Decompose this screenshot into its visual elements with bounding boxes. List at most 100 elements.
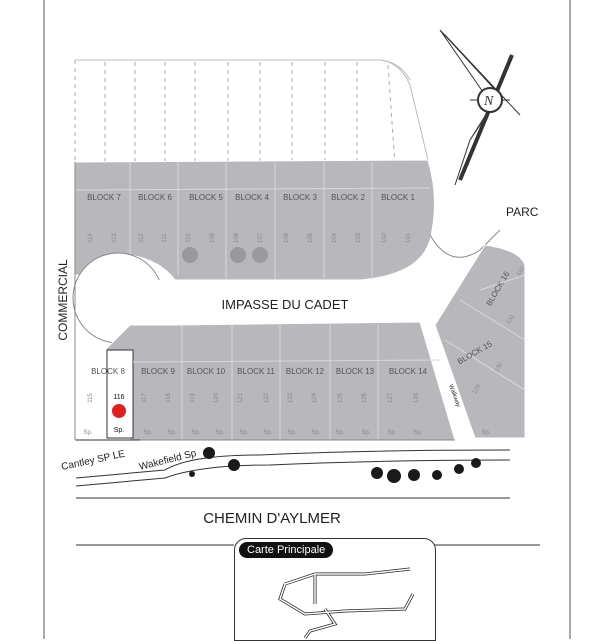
lot-116-number: 116	[113, 394, 124, 401]
blocks-south: BLOCK 8 BLOCK 9 BLOCK 10 BLOCK 11 BLOCK 12 BL…	[91, 367, 428, 376]
tree-icon	[228, 459, 240, 471]
tree-icon	[387, 469, 401, 483]
east-lot-lines	[444, 274, 526, 391]
tree-icon	[203, 447, 215, 459]
block-label: BLOCK 7	[87, 193, 121, 202]
tree-icon	[189, 471, 195, 477]
lot-number: 127	[388, 392, 394, 403]
inset-map	[278, 567, 415, 639]
block-label: BLOCK 6	[138, 193, 172, 202]
sp-label: Sp.	[413, 430, 422, 436]
sp-label: Sp.	[481, 430, 490, 436]
tree-icon	[471, 458, 481, 468]
lot-number: 106	[284, 232, 290, 243]
wakefield-north-edge	[75, 449, 511, 479]
lot-number: 109	[210, 232, 216, 243]
street-wakefield: Wakefield Sp	[138, 448, 198, 473]
lot-number: 115	[88, 393, 94, 403]
lot-number: 128	[414, 392, 420, 403]
lot-number: 120	[214, 392, 220, 403]
lot-number: 125	[338, 392, 344, 403]
main-map-inset[interactable]: Carte Principale	[234, 538, 436, 641]
lot-number: 108	[234, 232, 240, 243]
street-cantley: Cantley SP LE	[60, 449, 126, 473]
future-lots	[74, 59, 411, 166]
block-label: BLOCK 12	[286, 367, 325, 376]
tree-icon	[371, 467, 383, 479]
block-label: BLOCK 13	[336, 367, 375, 376]
sp-label: Sp.	[311, 430, 320, 436]
sp-label: Sp.	[263, 430, 272, 436]
street-chemin: CHEMIN D'AYLMER	[203, 510, 341, 527]
tree-icon	[432, 470, 442, 480]
lot-number: 121	[238, 392, 244, 403]
impasse-road	[118, 280, 438, 325]
lot-number: 117	[142, 393, 148, 403]
north-markers	[182, 247, 268, 263]
highlight-marker-icon[interactable]	[112, 404, 126, 418]
north-road-edge	[379, 59, 429, 161]
lot-number: 123	[288, 392, 294, 403]
lot-116-sp: Sp.	[114, 427, 125, 434]
sp-label: Sp.	[335, 430, 344, 436]
block-label: BLOCK 10	[187, 367, 226, 376]
street-commercial: COMMERCIAL	[56, 259, 70, 341]
block-label: BLOCK 14	[389, 367, 428, 376]
lot-number: 103	[356, 232, 362, 243]
block-label: BLOCK 2	[331, 193, 365, 202]
lot-number: 101	[406, 232, 412, 243]
sp-label: Sp.	[287, 430, 296, 436]
block-label: BLOCK 8	[91, 367, 125, 376]
lot-number: 107	[258, 232, 264, 243]
lot-number: 111	[162, 233, 168, 243]
lot-number: 130	[494, 361, 505, 373]
south-lot-lines	[132, 325, 441, 440]
lot-116-parcel[interactable]	[106, 349, 134, 439]
lot-number: 102	[382, 232, 388, 243]
sp-label: Sp.	[239, 430, 248, 436]
lot-number: 105	[308, 232, 314, 243]
north-arrow-icon: N	[439, 29, 521, 186]
street-impasse: IMPASSE DU CADET	[222, 297, 349, 312]
block-label: BLOCK 11	[237, 367, 275, 376]
blocks-north: BLOCK 7 BLOCK 6 BLOCK 5 BLOCK 4 BLOCK 3 BLOCK…	[87, 193, 415, 202]
sp-label: Sp.	[83, 430, 92, 436]
lot-number: 122	[264, 392, 270, 403]
block-label: BLOCK 1	[381, 193, 415, 202]
block-label: BLOCK 9	[141, 367, 175, 376]
svg-text:N: N	[483, 94, 494, 109]
lots-north: 114 113 112 111 110 109 108 107 106 105 104 103 102 1…	[88, 232, 412, 243]
lot-number: 124	[312, 392, 318, 403]
parc-road-edge	[429, 229, 501, 258]
east-lots	[434, 244, 526, 439]
block-label: BLOCK 5	[189, 193, 223, 202]
lot-number: 112	[139, 233, 145, 243]
lot-number: 104	[332, 232, 338, 243]
wakefield-south-edge	[75, 459, 511, 487]
tree-icon	[408, 469, 420, 481]
block-label: BLOCK 3	[283, 193, 317, 202]
sp-label: Sp.	[143, 430, 152, 436]
lot-number: 114	[88, 233, 94, 243]
lot-number: 132	[516, 265, 527, 277]
north-lot-lines	[74, 162, 431, 280]
trees	[189, 447, 481, 483]
sp-label: Sp.	[387, 430, 396, 436]
street-parc: PARC	[506, 205, 539, 219]
block-label: BLOCK 4	[235, 193, 269, 202]
lot-number: 118	[166, 393, 172, 403]
inset-title: Carte Principale	[239, 542, 334, 558]
sp-label: Sp.	[361, 430, 370, 436]
tree-icon	[454, 464, 464, 474]
sp-label: Sp.	[215, 430, 224, 436]
lot-number: 129	[472, 383, 483, 395]
lot-number: 119	[190, 393, 196, 403]
sp-label: Sp.	[167, 430, 176, 436]
sp-labels: Sp. Sp. Sp. Sp. Sp. Sp. Sp. Sp. Sp. Sp. Sp. Sp. Sp. S…	[83, 430, 490, 436]
lot-number: 110	[186, 233, 192, 243]
sp-label: Sp.	[191, 430, 200, 436]
lot-number: 113	[112, 233, 118, 243]
